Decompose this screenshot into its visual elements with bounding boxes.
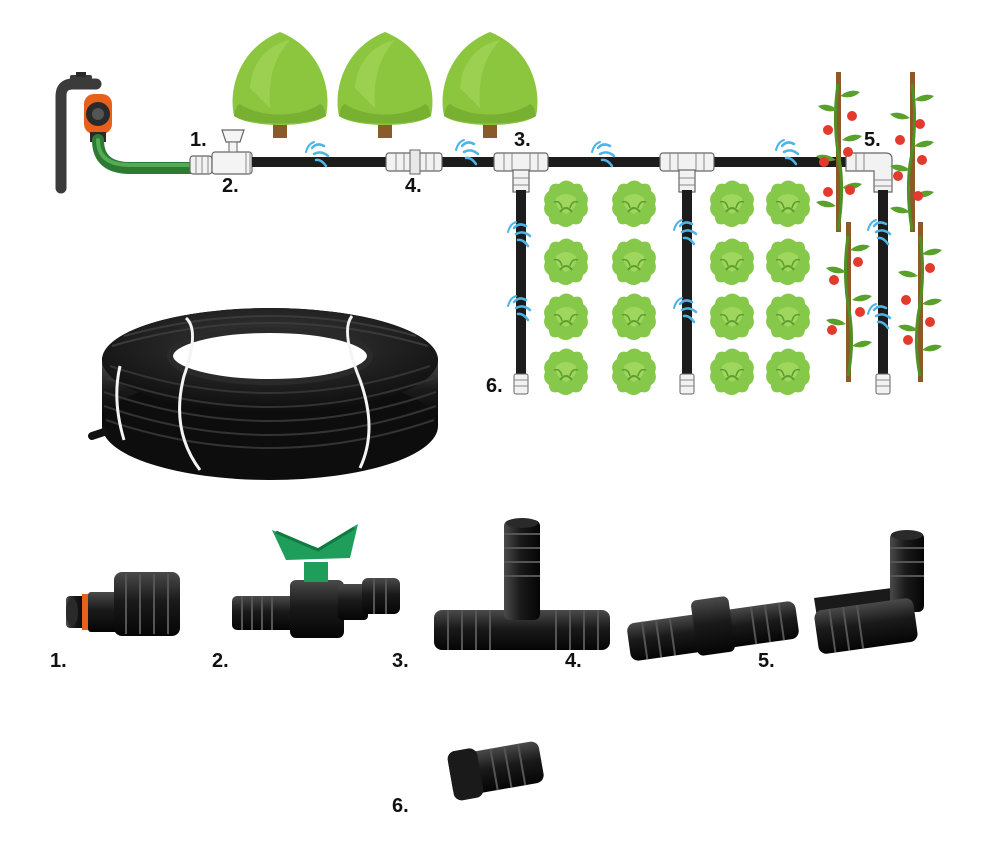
part-2-label: 2. xyxy=(212,650,229,672)
lettuce-icon xyxy=(765,179,811,228)
fitting-4-icon xyxy=(385,149,443,175)
branch-pipe-3 xyxy=(878,190,888,376)
lettuce-icon xyxy=(765,292,811,341)
lettuce-icon xyxy=(611,292,657,341)
callout-1-label: 1. xyxy=(190,129,207,151)
fitting-1-icon xyxy=(189,155,213,175)
tee-connector-2-icon xyxy=(659,152,715,193)
callout-5-label: 5. xyxy=(864,129,881,151)
tomato-plant-icon xyxy=(826,222,872,382)
fitting-2-icon xyxy=(211,129,253,175)
fitting-5-icon xyxy=(845,152,893,193)
main-line-pipe xyxy=(252,157,850,167)
end-plug-3-icon xyxy=(875,373,891,395)
ball-valve-icon xyxy=(232,524,400,638)
lettuce-icon xyxy=(709,179,755,228)
lettuce-icon xyxy=(709,237,755,286)
tomato-plant-icon xyxy=(816,72,862,232)
lettuce-icon xyxy=(543,179,589,228)
lettuce-icon xyxy=(543,237,589,286)
lettuce-icon xyxy=(611,179,657,228)
lettuce-icon xyxy=(611,237,657,286)
fitting-6-icon xyxy=(513,373,529,395)
callout-4-label: 4. xyxy=(405,175,422,197)
part-6-label: 6. xyxy=(392,795,409,817)
faucet-icon xyxy=(55,72,102,194)
lettuce-icon xyxy=(611,347,657,396)
lettuce-icon xyxy=(709,292,755,341)
lettuce-icon xyxy=(765,237,811,286)
branch-pipe-2 xyxy=(682,190,692,376)
lettuce-icon xyxy=(543,347,589,396)
part-4-label: 4. xyxy=(565,650,582,672)
tomato-plant-icon xyxy=(898,222,942,382)
tomato-plant-icon xyxy=(890,72,934,232)
tree-icon xyxy=(232,32,328,138)
end-plug-2-icon xyxy=(679,373,695,395)
tree-icon xyxy=(442,32,538,138)
callout-6-label: 6. xyxy=(486,375,503,397)
fitting-3-icon xyxy=(493,152,549,193)
pipe-coil-icon xyxy=(88,308,438,480)
straight-coupler-icon xyxy=(627,596,799,661)
tee-connector-icon xyxy=(434,518,610,650)
lettuce-icon xyxy=(765,347,811,396)
part-3-label: 3. xyxy=(392,650,409,672)
lettuce-icon xyxy=(709,347,755,396)
callout-2-label: 2. xyxy=(222,175,239,197)
elbow-connector-icon xyxy=(814,530,924,654)
part-1-label: 1. xyxy=(50,650,67,672)
tree-icon xyxy=(337,32,433,138)
branch-pipe-1 xyxy=(516,190,526,376)
quick-connector-icon xyxy=(66,572,180,636)
lettuce-icon xyxy=(543,292,589,341)
end-plug-icon xyxy=(447,741,544,801)
callout-3-label: 3. xyxy=(514,129,531,151)
part-5-label: 5. xyxy=(758,650,775,672)
